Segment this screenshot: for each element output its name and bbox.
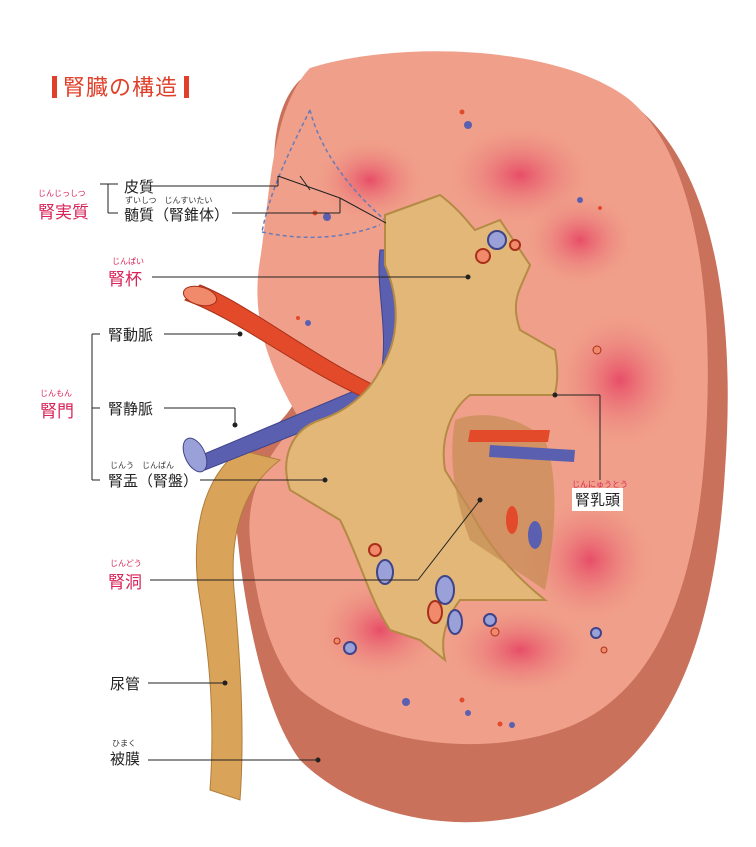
sinus-vein-section xyxy=(528,521,542,549)
label-papilla: 腎乳頭 xyxy=(572,488,624,511)
ruby-pelvis: じんう じんばん xyxy=(110,461,174,470)
title-text: 腎臓の構造 xyxy=(63,76,179,101)
ruby-parenchyma: じんじっしつ xyxy=(38,189,86,198)
page-title: 腎臓の構造 xyxy=(46,70,195,102)
ureter xyxy=(195,449,282,801)
renal-pyramid xyxy=(440,600,600,700)
cortex-medulla-outline xyxy=(261,109,386,239)
label-renal-vein: 腎静脈 xyxy=(108,400,154,418)
interlobar-vessels xyxy=(296,109,608,728)
sinus-artery xyxy=(468,430,550,442)
label-calyx: 腎杯 xyxy=(108,270,142,290)
ruby-medulla: ずいしつ じんすいたい xyxy=(125,196,213,205)
label-parenchyma: 腎実質 xyxy=(38,203,89,223)
ruby-papilla: じんにゅうとう xyxy=(572,480,628,489)
renal-pyramid xyxy=(520,190,640,290)
sinus-artery-section xyxy=(506,506,518,534)
leader-lines xyxy=(91,175,601,761)
renal-artery-opening xyxy=(182,285,218,307)
label-cortex: 皮質 xyxy=(124,178,155,196)
ruby-calyx: じんぱい xyxy=(112,257,144,266)
sinus-vein xyxy=(489,445,575,462)
label-ureter: 尿管 xyxy=(110,675,141,693)
label-capsule: 被膜 xyxy=(110,750,141,768)
renal-pyramid xyxy=(550,305,690,455)
label-medulla: 髄質（腎錐体） xyxy=(124,206,230,224)
ruby-sinus: じんどう xyxy=(110,559,142,568)
label-pelvis: 腎盂（腎盤） xyxy=(108,472,199,490)
ruby-hilum: じんもん xyxy=(40,389,72,398)
title-bar-left xyxy=(52,76,57,98)
label-renal-artery: 腎動脈 xyxy=(108,326,154,344)
leader-dots xyxy=(222,274,558,763)
label-sinus: 腎洞 xyxy=(108,573,142,593)
label-hilum: 腎門 xyxy=(40,402,74,422)
title-bar-right xyxy=(184,76,190,98)
renal-vein-opening xyxy=(182,437,208,473)
renal-pyramid xyxy=(520,490,660,630)
ruby-capsule: ひまく xyxy=(112,739,136,748)
